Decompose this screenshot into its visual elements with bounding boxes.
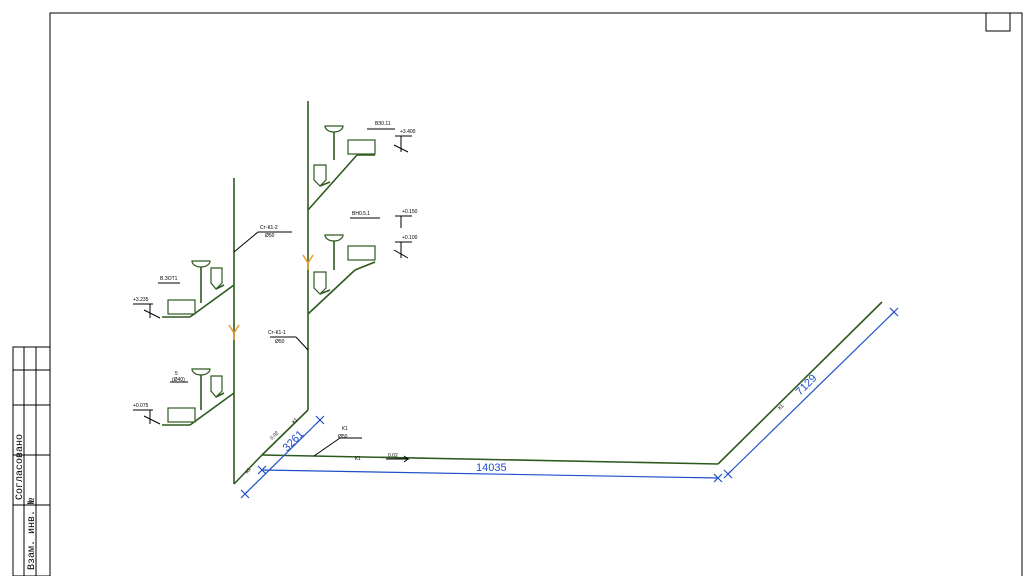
fixture-2-elevation: +0.150 (402, 209, 418, 215)
main-line-label: К1 (342, 426, 348, 432)
toilet-icon-3 (210, 267, 223, 290)
dimension-2-text: 14035 (476, 462, 507, 474)
fixture-5-diameter: (Ø40) (172, 377, 185, 383)
toilet-icon-4 (210, 375, 223, 398)
branch-slope-label: 0.02 (269, 430, 280, 441)
bathtub-icon-2 (347, 245, 376, 261)
main-line-slope: 0.02 (388, 453, 398, 459)
toilet-icon-2 (313, 271, 327, 295)
fixture-4-label: В.ЗОТ1 (160, 276, 178, 282)
fixture-group-middle-right: ВН0.5.1 +0.150 +0.100 (307, 209, 418, 315)
stamp-block: Согласовано Взам. инв. № (12, 346, 51, 576)
fixture-6-elevation: +0.075 (133, 403, 149, 409)
fixture-2-label: ВН0.5.1 (352, 211, 370, 217)
washbasin-icon-1 (324, 125, 344, 133)
dimension-line-1 (244, 419, 321, 495)
riser-left: Ст-К1-2 Ø50 (228, 178, 292, 484)
stamp-agreed-text: Согласовано (15, 434, 26, 500)
dimension-lines: 3261 14035 7129 (240, 307, 899, 499)
fixture-group-lower-left: 5 (Ø40) +0.075 (133, 368, 235, 426)
dim-tick-icon (240, 489, 250, 499)
fixture-1-elevation: +3.400 (400, 129, 416, 135)
cleanout-left (228, 324, 240, 340)
washbasin-icon-2 (324, 234, 344, 242)
dim-tick-icon (713, 473, 723, 483)
cleanout-right (302, 254, 314, 270)
bathtub-icon-4 (167, 407, 196, 423)
fixture-3-elevation: +0.100 (402, 235, 418, 241)
riser-right-label: Ст-К1-1 (268, 330, 286, 336)
riser-right: Ст-К1-1 Ø50 (268, 101, 314, 410)
dimension-line-2 (261, 469, 719, 479)
dimension-line-3 (727, 311, 895, 475)
washbasin-icon-4 (191, 368, 211, 376)
toilet-icon-1 (313, 164, 327, 187)
dimension-3-text: 7129 (794, 372, 820, 398)
main-line-diameter: Ø50 (338, 434, 348, 440)
stamp-inv-text: Взам. инв. № (27, 498, 38, 570)
sheet-frame (49, 12, 1023, 576)
fixture-group-upper-right: ВЗ0.11 +3.400 (307, 121, 416, 211)
dim-tick-icon (257, 465, 267, 475)
fixture-group-upper-left: В.ЗОТ1 +3.235 (133, 260, 235, 319)
riser-right-diameter: Ø50 (275, 339, 285, 345)
main-line-tag-4: К1 (777, 403, 785, 411)
dim-tick-icon (889, 307, 899, 317)
fixture-4-elevation: +3.235 (133, 297, 149, 303)
fixture-1-label: ВЗ0.11 (375, 121, 391, 127)
dim-tick-icon (723, 469, 733, 479)
main-line-tag-2: К1 (245, 467, 253, 475)
main-outlet-line: К1 Ø50 0.02 К1 К1 К1 К1 0.02 (233, 301, 883, 485)
slope-arrow-icon (386, 455, 410, 463)
riser-left-diameter: Ø50 (265, 233, 275, 239)
dim-tick-icon (315, 415, 325, 425)
main-line-tag-1: К1 (355, 456, 361, 462)
main-line-tag-3: К1 (291, 417, 299, 425)
washbasin-icon-3 (191, 260, 211, 268)
riser-left-label: Ст-К1-2 (260, 225, 278, 231)
bathtub-icon-1 (347, 139, 376, 155)
fixture-5-label: 5 (175, 371, 178, 377)
bathtub-icon-3 (167, 299, 196, 315)
